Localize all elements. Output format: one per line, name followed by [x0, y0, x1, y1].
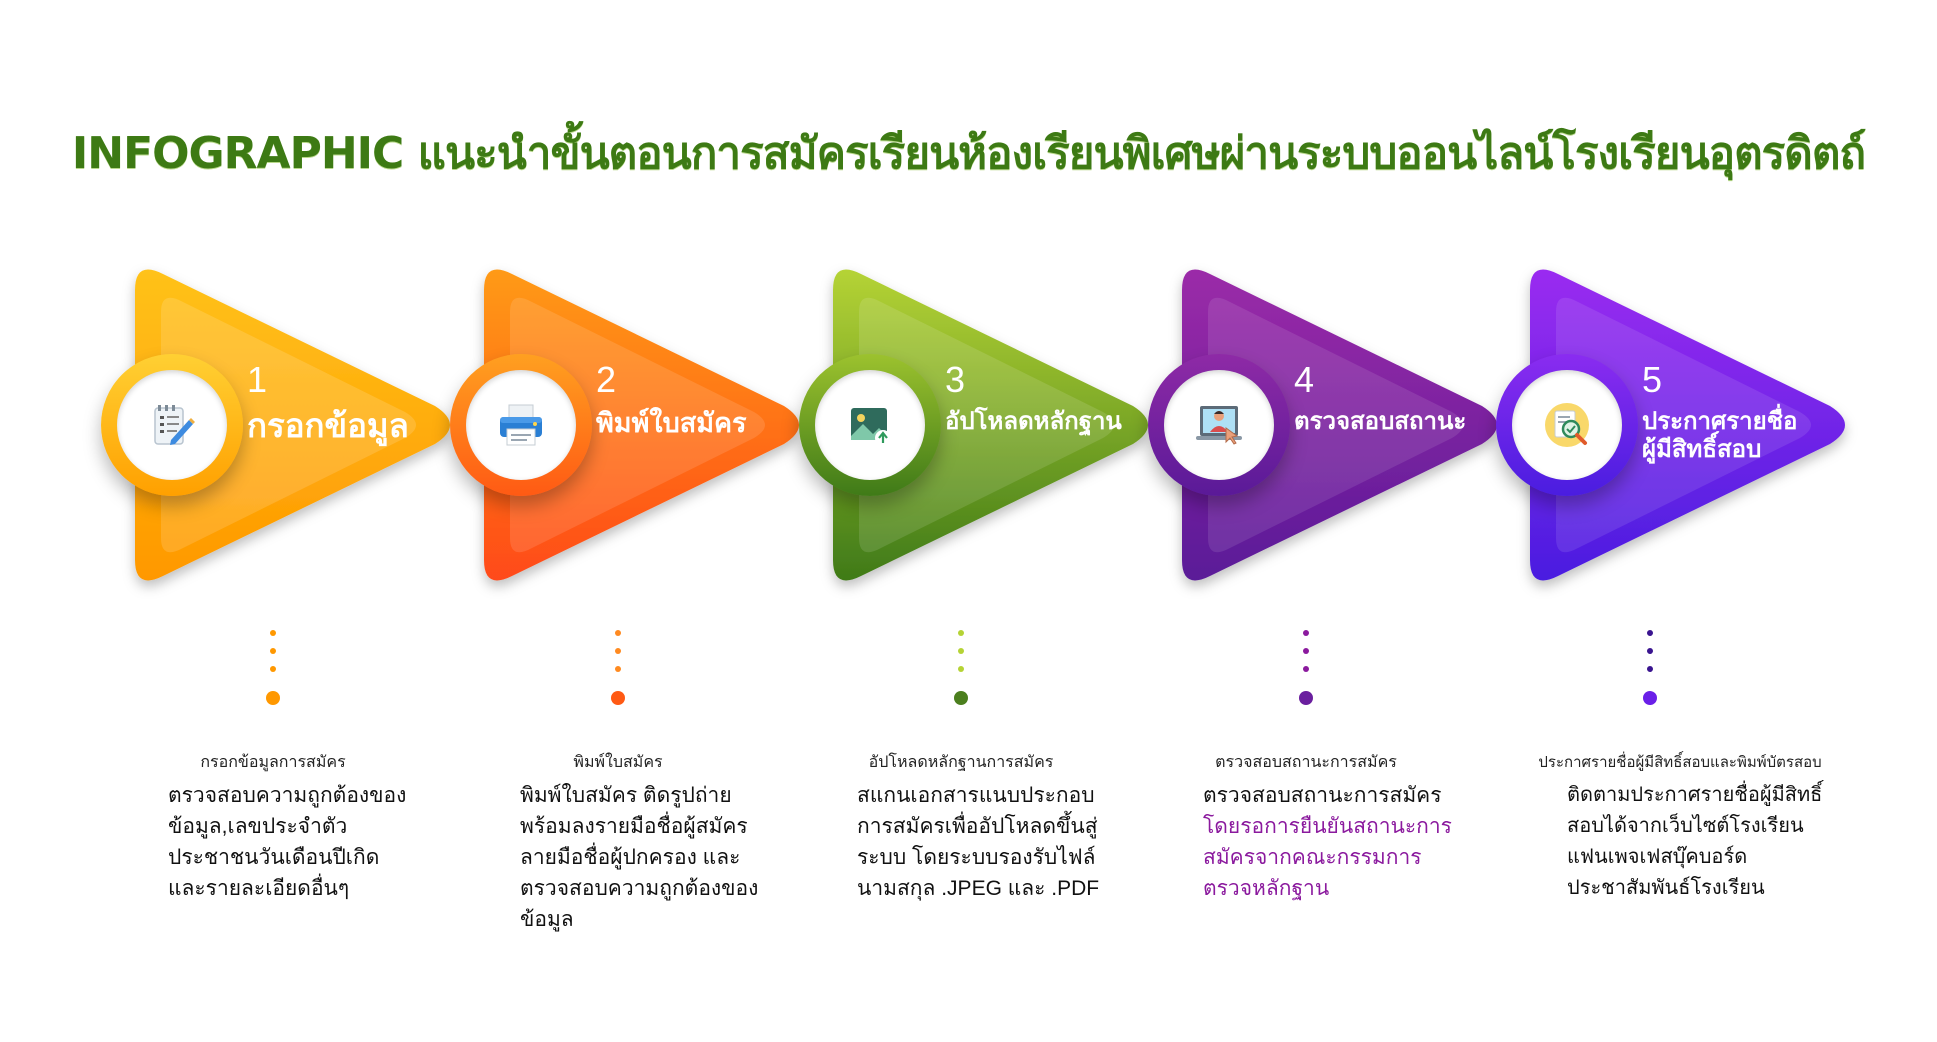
desc-line: แฟนเพจเฟสบุ๊คบอร์ด: [1567, 846, 1748, 868]
desc-line: ตรวจสอบสถานะการสมัคร: [1203, 784, 1442, 807]
step-label: อัปโหลดหลักฐาน: [945, 408, 1122, 435]
step-card-2: 2 พิมพ์ใบสมัคร: [450, 260, 814, 590]
step-number: 1: [247, 359, 268, 400]
step-number: 5: [1642, 359, 1663, 400]
desc-line-highlight: สมัครจากคณะกรรมการ: [1203, 846, 1422, 869]
icon-circle: [1148, 354, 1290, 496]
desc-line: ระบบ โดยระบบรองรับไฟล์: [857, 846, 1096, 869]
step-description-2: พิมพ์ใบสมัคร ติดรูปถ่าย พร้อมลงรายมือชื่…: [520, 780, 758, 935]
image-upload-icon: [851, 408, 891, 446]
icon-circle: [450, 354, 592, 496]
step-card-3: 3 อัปโหลดหลักฐาน: [799, 260, 1163, 590]
step-description-4: ตรวจสอบสถานะการสมัคร โดยรอการยืนยันสถานะ…: [1203, 780, 1452, 904]
step-label: พิมพ์ใบสมัคร: [596, 408, 747, 438]
step-label: กรอกข้อมูล: [247, 407, 409, 444]
desc-line: ข้อมูล,เลขประจำตัว: [168, 815, 348, 838]
desc-line: พิมพ์ใบสมัคร ติดรูปถ่าย: [520, 784, 732, 807]
step-label-line-2: ผู้มีสิทธิ์สอบ: [1642, 436, 1762, 463]
step-label: ประกาศรายชื่อ ผู้มีสิทธิ์สอบ: [1642, 408, 1842, 464]
step-number: 2: [596, 359, 617, 400]
desc-line: ลายมือชื่อผู้ปกครอง และ: [520, 846, 741, 869]
magnifier-document-icon: [1545, 403, 1589, 447]
step-heading-4: ตรวจสอบสถานะการสมัคร: [1215, 754, 1397, 771]
step-heading-5: ประกาศรายชื่อผู้มีสิทธิ์สอบและพิมพ์บัตรส…: [1538, 754, 1822, 771]
desc-line: ตรวจสอบความถูกต้องของ: [520, 877, 759, 900]
desc-line-highlight: โดยรอการยืนยันสถานะการ: [1203, 815, 1452, 838]
step-description-3: สแกนเอกสารแนบประกอบ การสมัครเพื่ออัปโหลด…: [857, 780, 1099, 904]
desc-line-highlight: ตรวจหลักฐาน: [1203, 877, 1330, 900]
desc-line: ข้อมูล: [520, 908, 574, 931]
triangle-arrow: [1530, 269, 1845, 581]
desc-line: สอบได้จากเว็บไซต์โรงเรียน: [1567, 815, 1804, 837]
step-heading-3: อัปโหลดหลักฐานการสมัคร: [868, 754, 1054, 771]
step-label-line-1: ประกาศรายชื่อ: [1642, 408, 1798, 435]
triangle-arrow: [1182, 269, 1497, 581]
printer-icon: [500, 404, 542, 446]
desc-line: และรายละเอียดอื่นๆ: [168, 877, 350, 900]
icon-circle: [799, 354, 941, 496]
desc-line: ติดตามประกาศรายชื่อผู้มีสิทธิ์: [1567, 784, 1823, 806]
desc-line: นามสกุล .JPEG และ .PDF: [857, 877, 1100, 900]
desc-line: ประชาสัมพันธ์โรงเรียน: [1567, 877, 1765, 899]
person-laptop-icon: [1196, 406, 1242, 445]
triangle-arrow: [135, 269, 450, 581]
triangle-arrow: [484, 269, 799, 581]
step-heading-1: กรอกข้อมูลการสมัคร: [200, 754, 346, 771]
triangle-arrow: [833, 269, 1148, 581]
desc-line: ตรวจสอบความถูกต้องของ: [168, 784, 407, 807]
step-card-4: 4 ตรวจสอบสถานะ: [1148, 260, 1512, 590]
step-card-1: 1 กรอกข้อมูล: [101, 260, 465, 590]
step-description-5: ติดตามประกาศรายชื่อผู้มีสิทธิ์ สอบได้จาก…: [1567, 780, 1822, 904]
notepad-pencil-icon: [154, 405, 195, 445]
desc-line: พร้อมลงรายมือชื่อผู้สมัคร: [520, 815, 748, 838]
desc-line: ประชาชนวันเดือนปีเกิด: [168, 846, 380, 869]
step-description-1: ตรวจสอบความถูกต้องของ ข้อมูล,เลขประจำตัว…: [168, 780, 406, 904]
step-heading-2: พิมพ์ใบสมัคร: [573, 754, 663, 771]
step-label: ตรวจสอบสถานะ: [1294, 408, 1467, 435]
icon-circle: [1496, 354, 1638, 496]
step-number: 3: [945, 359, 966, 400]
page-title: INFOGRAPHIC แนะนำขั้นตอนการสมัครเรียนห้อ…: [71, 128, 1866, 179]
desc-line: การสมัครเพื่ออัปโหลดขึ้นสู่: [857, 815, 1098, 838]
step-card-5: 5 ประกาศรายชื่อ ผู้มีสิทธิ์สอบ: [1496, 260, 1860, 590]
desc-line: สแกนเอกสารแนบประกอบ: [857, 784, 1095, 807]
step-number: 4: [1294, 359, 1315, 400]
icon-circle: [101, 354, 243, 496]
